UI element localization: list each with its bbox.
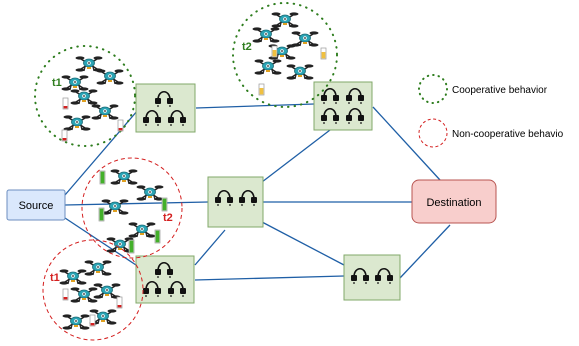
drone-icon <box>74 55 104 73</box>
battery-icon <box>258 83 265 96</box>
drone-icon <box>60 74 90 92</box>
drone-icon <box>270 11 300 29</box>
battery-icon <box>161 197 168 212</box>
battery-icon <box>271 45 278 58</box>
battery-icon <box>62 97 69 110</box>
drone-icon <box>95 68 125 86</box>
link-r3-r2 <box>261 129 331 183</box>
drone-icon <box>251 26 281 44</box>
legend-swatch-non-cooperative <box>418 118 448 148</box>
link-r5-r3 <box>194 229 226 266</box>
drone-icon <box>135 184 165 202</box>
link-source-r3 <box>64 201 209 206</box>
drone-icon <box>290 30 320 48</box>
legend-label-non-cooperative: Non-cooperative behavio <box>452 129 564 140</box>
router-node-5[interactable] <box>135 255 195 304</box>
router-node-1[interactable] <box>135 83 196 133</box>
link-r3-r4 <box>261 221 345 266</box>
drone-icon <box>61 313 91 331</box>
cluster-label: t2 <box>163 212 173 224</box>
cluster-non-cooperative-t1: t1 <box>42 239 144 341</box>
battery-icon <box>128 239 135 254</box>
drone-icon <box>92 282 122 300</box>
link-r1-r2 <box>195 103 315 109</box>
battery-icon <box>98 207 105 222</box>
link-r4-dest <box>399 224 451 279</box>
source-label: Source <box>19 200 54 212</box>
legend-label-cooperative: Cooperative behavior <box>452 85 548 96</box>
battery-icon <box>61 129 68 142</box>
destination-node[interactable]: Destination <box>411 179 497 224</box>
cluster-label: t2 <box>242 41 252 53</box>
drone-icon <box>62 114 92 132</box>
drone-icon <box>100 198 130 216</box>
link-source-r1 <box>64 109 139 196</box>
drone-icon <box>253 58 283 76</box>
link-r5-r4 <box>194 275 345 281</box>
battery-icon <box>62 288 69 301</box>
battery-icon <box>99 170 106 185</box>
cluster-label: t1 <box>52 77 62 89</box>
cluster-non-cooperative-t2: t2 <box>81 157 183 259</box>
cluster-label: t1 <box>50 272 60 284</box>
drone-icon <box>69 286 99 304</box>
drone-icon <box>127 221 157 239</box>
drone-icon <box>83 259 113 277</box>
cluster-cooperative-t2: t2 <box>232 2 338 108</box>
battery-icon <box>116 296 123 309</box>
destination-label: Destination <box>426 197 481 209</box>
source-node[interactable]: Source <box>6 189 66 221</box>
drone-icon <box>285 63 315 81</box>
drone-icon <box>109 168 139 186</box>
drone-icon <box>90 103 120 121</box>
network-links <box>64 103 451 281</box>
router-node-2[interactable] <box>313 81 373 131</box>
battery-icon <box>117 119 124 132</box>
battery-icon <box>154 229 161 244</box>
legend-swatch-cooperative <box>418 74 448 104</box>
legend: Cooperative behavior Non-cooperative beh… <box>418 74 564 148</box>
drone-icon <box>58 268 88 286</box>
link-r2-dest <box>372 106 441 181</box>
router-node-3[interactable] <box>207 176 264 228</box>
battery-icon <box>320 47 327 60</box>
cluster-cooperative-t1: t1 <box>34 45 136 147</box>
drone-icon <box>69 88 99 106</box>
battery-icon <box>89 314 96 327</box>
legend-item-non-cooperative: Non-cooperative behavio <box>418 118 564 148</box>
router-node-4[interactable] <box>343 254 401 301</box>
legend-item-cooperative: Cooperative behavior <box>418 74 548 104</box>
